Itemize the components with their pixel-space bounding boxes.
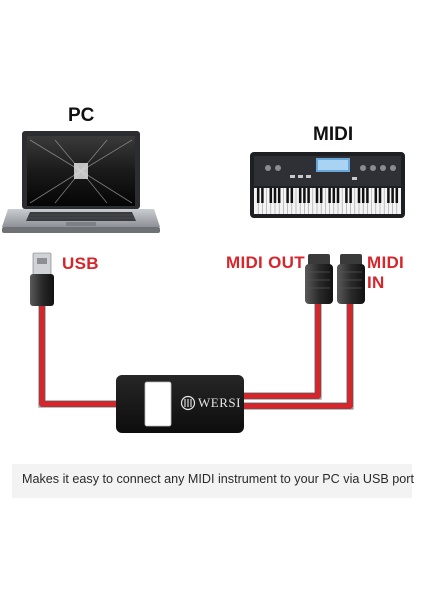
caption-text: Makes it easy to connect any MIDI instru…	[22, 472, 414, 486]
black-key	[387, 188, 390, 203]
midi-label: MIDI	[313, 124, 354, 145]
brand-name: WERSI	[198, 395, 241, 410]
black-key	[277, 188, 281, 203]
black-key	[298, 188, 302, 203]
black-key	[261, 188, 264, 203]
midi-out-connector-icon	[305, 254, 333, 304]
black-key	[303, 188, 306, 203]
black-key	[286, 188, 289, 203]
black-key	[349, 188, 352, 203]
pc-label: PC	[68, 105, 95, 126]
black-key	[256, 188, 260, 203]
black-key	[345, 188, 348, 203]
black-key	[336, 188, 340, 203]
usb-connector-icon	[30, 252, 54, 306]
usb-label: USB	[62, 254, 99, 273]
black-key	[366, 188, 369, 203]
black-key	[328, 188, 331, 203]
cables	[39, 300, 353, 409]
midi-out-label: MIDI OUT	[226, 253, 305, 272]
midi-in-connector-icon	[337, 254, 365, 304]
black-key	[374, 188, 378, 203]
wersi-logo-icon	[180, 395, 196, 411]
black-key	[315, 188, 319, 203]
black-key	[273, 188, 277, 203]
black-key	[332, 188, 336, 203]
caption-band	[12, 464, 412, 498]
laptop-icon	[2, 131, 160, 233]
keyboard-instrument-icon	[250, 152, 405, 218]
black-key	[395, 188, 399, 203]
black-key	[357, 188, 361, 203]
black-key	[269, 188, 273, 203]
black-key	[307, 188, 310, 203]
black-key	[290, 188, 294, 203]
black-key	[391, 188, 394, 203]
black-key	[361, 188, 365, 203]
midi-in-label: MIDI IN	[367, 253, 405, 292]
black-key	[378, 188, 382, 203]
black-key	[319, 188, 323, 203]
converter-box	[116, 375, 244, 433]
